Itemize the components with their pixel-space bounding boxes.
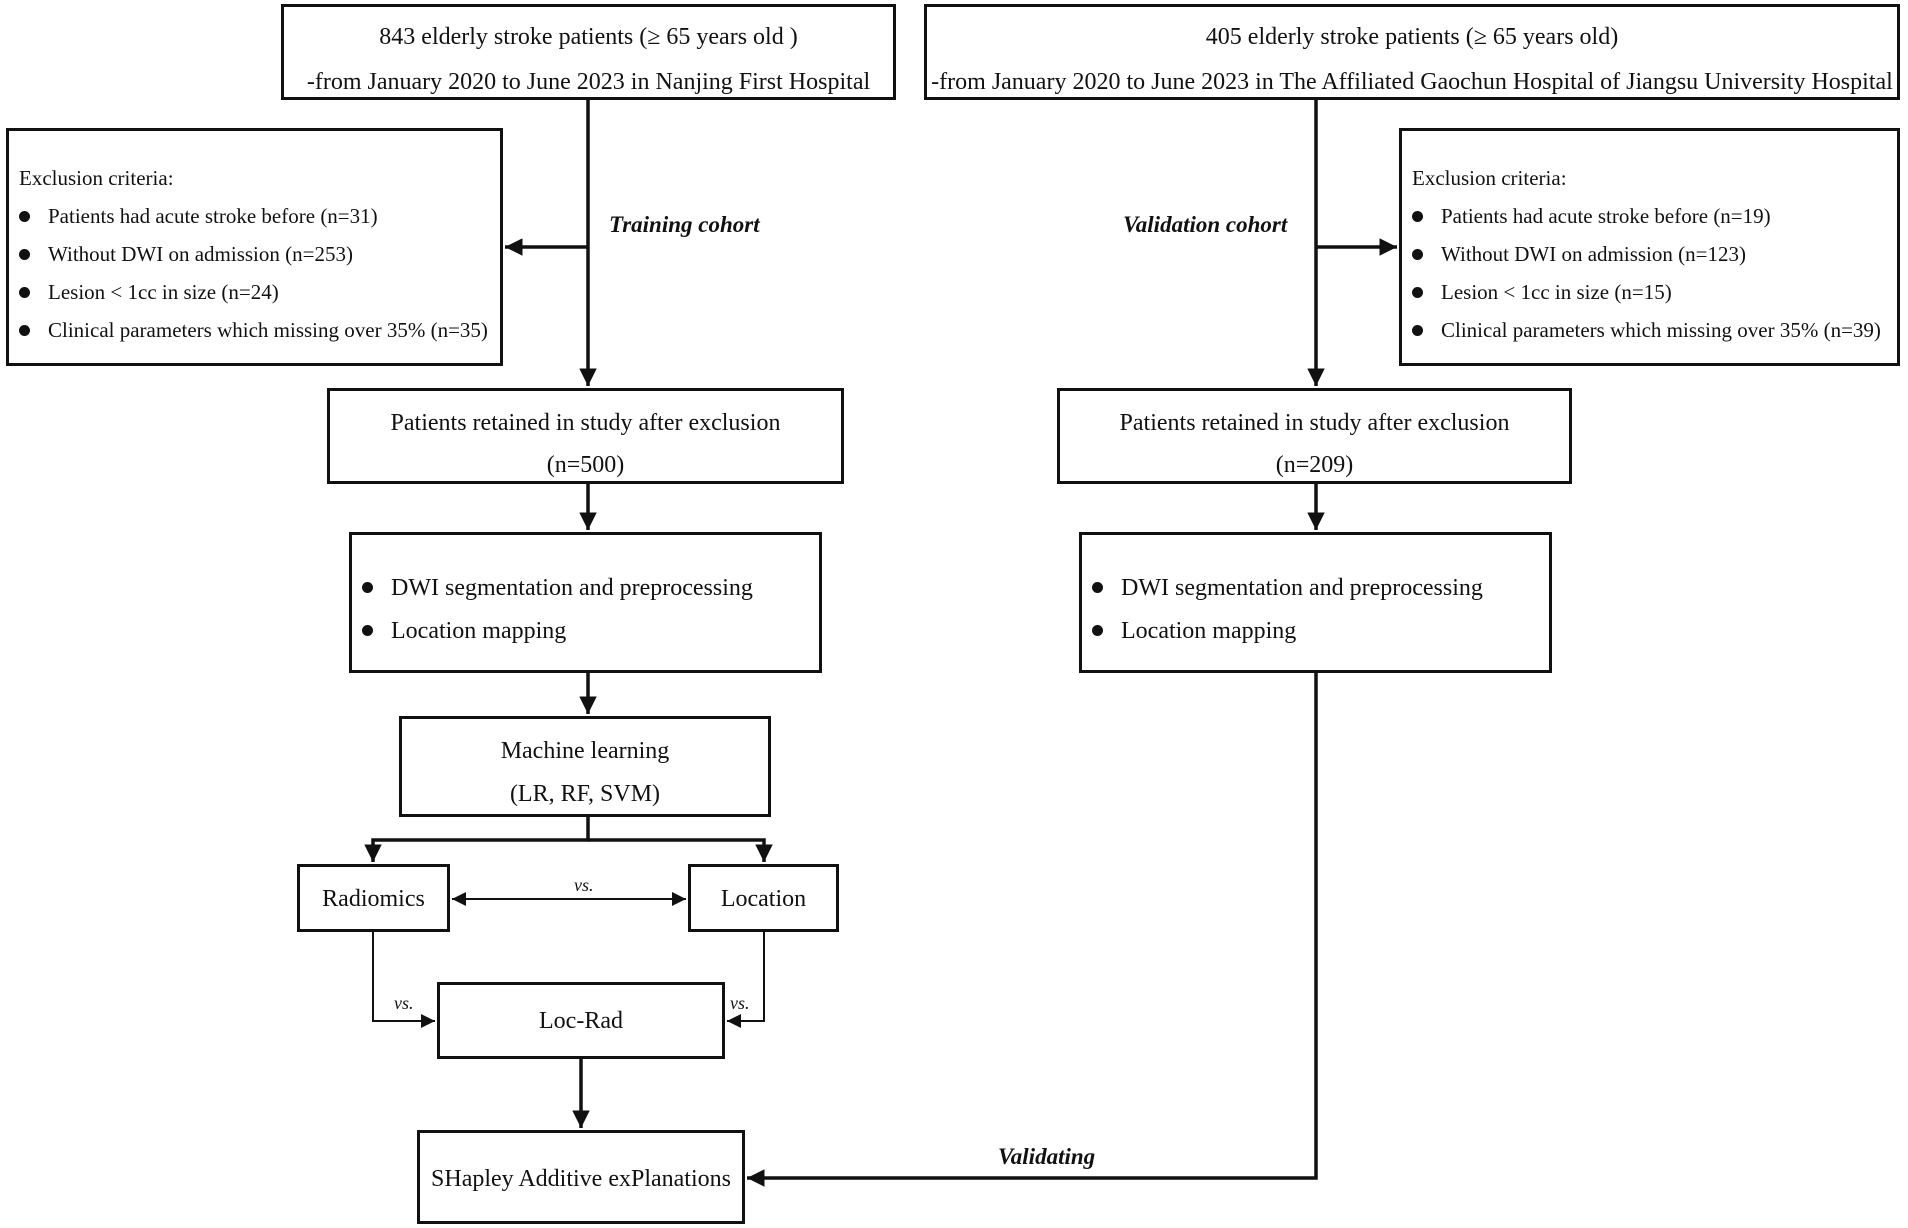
shap-label: SHapley Additive exPlanations [431,1166,731,1192]
validation-retained-line1: Patients retained in study after exclusi… [1119,410,1510,436]
bullet-icon [362,624,373,636]
location-box: Location [688,864,839,932]
bullet-icon [362,581,373,593]
training-processing-box: DWI segmentation and preprocessing Locat… [349,532,822,673]
training-retained-line1: Patients retained in study after exclusi… [390,410,781,436]
validation-processing-item: DWI segmentation and preprocessing [1092,574,1483,602]
machine-learning-title: Machine learning [500,738,670,764]
ml-split-line-right [588,838,773,862]
vs-label-location-locrad: vs. [730,993,750,1013]
validation-retained-box: Patients retained in study after exclusi… [1057,388,1572,484]
validation-exclusion-item: Patients had acute stroke before (n=19) [1412,203,1771,229]
locrad-box: Loc-Rad [437,982,725,1059]
bullet-icon [1412,210,1423,222]
validation-processing-item: Location mapping [1092,617,1296,645]
bullet-icon [1412,286,1423,298]
training-exclusion-title: Exclusion criteria: [19,166,174,190]
validation-exclusion-item: Without DWI on admission (n=123) [1412,241,1746,267]
validation-processing-box: DWI segmentation and preprocessing Locat… [1079,532,1552,673]
validation-cohort-label: Validation cohort [1123,212,1288,237]
training-exclusion-item: Lesion < 1cc in size (n=24) [19,279,279,305]
bullet-icon [19,324,30,336]
validation-retained-count: (n=209) [1275,452,1354,478]
validation-exclusion-item: Clinical parameters which missing over 3… [1412,317,1881,343]
validation-exclusion-item: Lesion < 1cc in size (n=15) [1412,279,1672,305]
radiomics-box: Radiomics [297,864,450,932]
validation-source-line2: -from January 2020 to June 2023 in The A… [931,69,1893,95]
bullet-icon [1412,324,1423,336]
training-exclusion-item: Patients had acute stroke before (n=31) [19,203,378,229]
training-retained-count: (n=500) [546,452,625,478]
vs-label-radiomics-location: vs. [574,875,594,895]
training-source-line2: -from January 2020 to June 2023 in Nanji… [306,69,871,95]
bullet-icon [19,286,30,298]
location-label: Location [720,886,807,912]
bullet-icon [19,248,30,260]
machine-learning-box: Machine learning (LR, RF, SVM) [399,716,771,817]
machine-learning-models: (LR, RF, SVM) [509,781,661,807]
location-to-locrad-arrow [727,932,765,1028]
validation-exclusion-title: Exclusion criteria: [1412,166,1567,190]
training-processing-item: DWI segmentation and preprocessing [362,574,753,602]
locrad-label: Loc-Rad [539,1008,623,1034]
bullet-icon [19,210,30,222]
validation-source-box: 405 elderly stroke patients (≥ 65 years … [924,4,1900,100]
validation-exclusion-box: Exclusion criteria: Patients had acute s… [1399,128,1900,366]
bullet-icon [1412,248,1423,260]
validating-arrow [747,673,1318,1187]
training-cohort-label: Training cohort [609,212,760,237]
radiomics-to-locrad-arrow [372,932,435,1028]
training-exclusion-item: Without DWI on admission (n=253) [19,241,353,267]
bullet-icon [1092,624,1103,636]
training-retained-box: Patients retained in study after exclusi… [327,388,844,484]
training-exclusion-item: Clinical parameters which missing over 3… [19,317,488,343]
training-source-box: 843 elderly stroke patients (≥ 65 years … [281,4,896,100]
validation-source-line1: 405 elderly stroke patients (≥ 65 years … [1205,24,1619,50]
training-exclusion-box: Exclusion criteria: Patients had acute s… [6,128,503,366]
validating-label: Validating [998,1144,1096,1169]
training-source-line1: 843 elderly stroke patients (≥ 65 years … [379,24,798,50]
ml-split-line [364,817,590,862]
radiomics-label: Radiomics [322,886,425,912]
bullet-icon [1092,581,1103,593]
shap-box: SHapley Additive exPlanations [417,1130,745,1224]
training-processing-item: Location mapping [362,617,566,645]
vs-label-radiomics-locrad: vs. [394,993,414,1013]
